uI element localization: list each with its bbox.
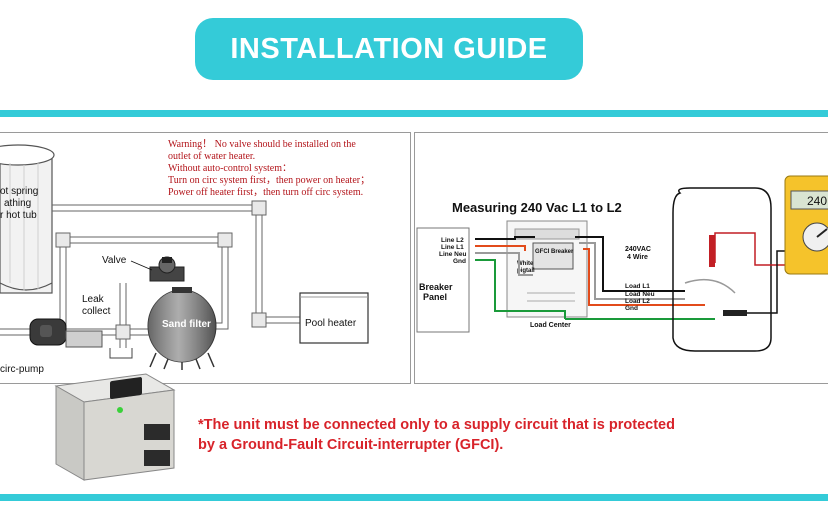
pipe-fittings bbox=[55, 200, 267, 340]
breaker-panel-label: Panel bbox=[423, 292, 447, 302]
outgoing-wires bbox=[565, 236, 715, 320]
supply-label: 4 Wire bbox=[627, 254, 648, 261]
valve-illustration bbox=[149, 256, 185, 282]
tub-label-line: athing bbox=[4, 198, 31, 209]
load-center-label: Load Center bbox=[530, 322, 571, 329]
leak-collect-label: collect bbox=[82, 306, 111, 317]
heater-pipe-connector bbox=[144, 424, 170, 466]
warning-line: outlet of water heater. bbox=[168, 151, 256, 162]
sand-filter-label: Sand filter bbox=[162, 319, 211, 330]
page-title: INSTALLATION GUIDE bbox=[230, 32, 548, 65]
line-label: Line L1 bbox=[441, 244, 464, 251]
gfci-breaker-label: GFCI Breaker bbox=[535, 249, 574, 255]
load-label: Load Neu bbox=[625, 291, 655, 298]
wiring-diagram: Measuring 240 Vac L1 to L2 Breaker Panel… bbox=[416, 175, 828, 352]
incoming-wires bbox=[475, 236, 566, 319]
load-label: Load L2 bbox=[625, 298, 650, 305]
heater-wiring-enclosure bbox=[672, 187, 772, 352]
wiring-title: Measuring 240 Vac L1 to L2 bbox=[452, 200, 622, 215]
warning-line: Warning！ No valve should be installed on… bbox=[168, 139, 356, 150]
circ-pump-label: circ-pump bbox=[0, 364, 44, 375]
wiring-diagram-panel: Measuring 240 Vac L1 to L2 Breaker Panel… bbox=[414, 132, 828, 384]
white-pigtail-label: White bbox=[517, 261, 534, 267]
heater-product-image bbox=[48, 372, 180, 484]
gfci-notice-line: by a Ground-Fault Circuit-interrupter (G… bbox=[198, 437, 504, 453]
line-label: Gnd bbox=[453, 258, 466, 265]
warning-line: Without auto-control system： bbox=[168, 163, 293, 174]
leak-collect-label: Leak bbox=[82, 294, 105, 305]
load-label: Gnd bbox=[625, 305, 638, 312]
meter-probe-red bbox=[709, 223, 791, 267]
bottom-divider-band bbox=[0, 494, 828, 501]
top-divider-band bbox=[0, 110, 828, 117]
plumbing-diagram: ot spring athing r hot tub bbox=[0, 144, 369, 375]
white-pigtail-label: pigtail bbox=[517, 268, 535, 274]
sand-filter-tank bbox=[147, 287, 217, 370]
warning-note: Warning！ No valve should be installed on… bbox=[168, 139, 370, 199]
line-label: Line L2 bbox=[441, 237, 464, 244]
circ-pump-illustration bbox=[29, 318, 103, 348]
line-label: Line Neu bbox=[439, 251, 466, 258]
valve-label: Valve bbox=[102, 255, 127, 266]
plumbing-diagram-panel: ot spring athing r hot tub bbox=[0, 132, 411, 384]
load-label: Load L1 bbox=[625, 283, 650, 290]
title-banner: INSTALLATION GUIDE bbox=[195, 18, 583, 80]
hot-tub-illustration bbox=[0, 144, 55, 294]
warning-line: Turn on circ system first，then power on … bbox=[168, 175, 371, 186]
pool-heater-box bbox=[299, 292, 369, 344]
gfci-notice: *The unit must be connected only to a su… bbox=[198, 415, 675, 455]
multimeter bbox=[784, 175, 828, 275]
breaker-panel-label: Breaker bbox=[419, 282, 453, 292]
heater-product-illustration bbox=[54, 373, 176, 481]
breaker-panel-box bbox=[416, 227, 470, 333]
tub-label-line: ot spring bbox=[0, 186, 38, 197]
warning-line: Power off heater first，then turn off cir… bbox=[168, 187, 364, 198]
gfci-notice-line: *The unit must be connected only to a su… bbox=[198, 417, 675, 433]
meter-reading: 240 bbox=[807, 194, 827, 208]
pool-heater-label: Pool heater bbox=[305, 318, 357, 329]
leak-collect-container bbox=[109, 348, 133, 359]
tub-label-line: r hot tub bbox=[0, 210, 37, 221]
supply-label: 240VAC bbox=[625, 246, 651, 253]
